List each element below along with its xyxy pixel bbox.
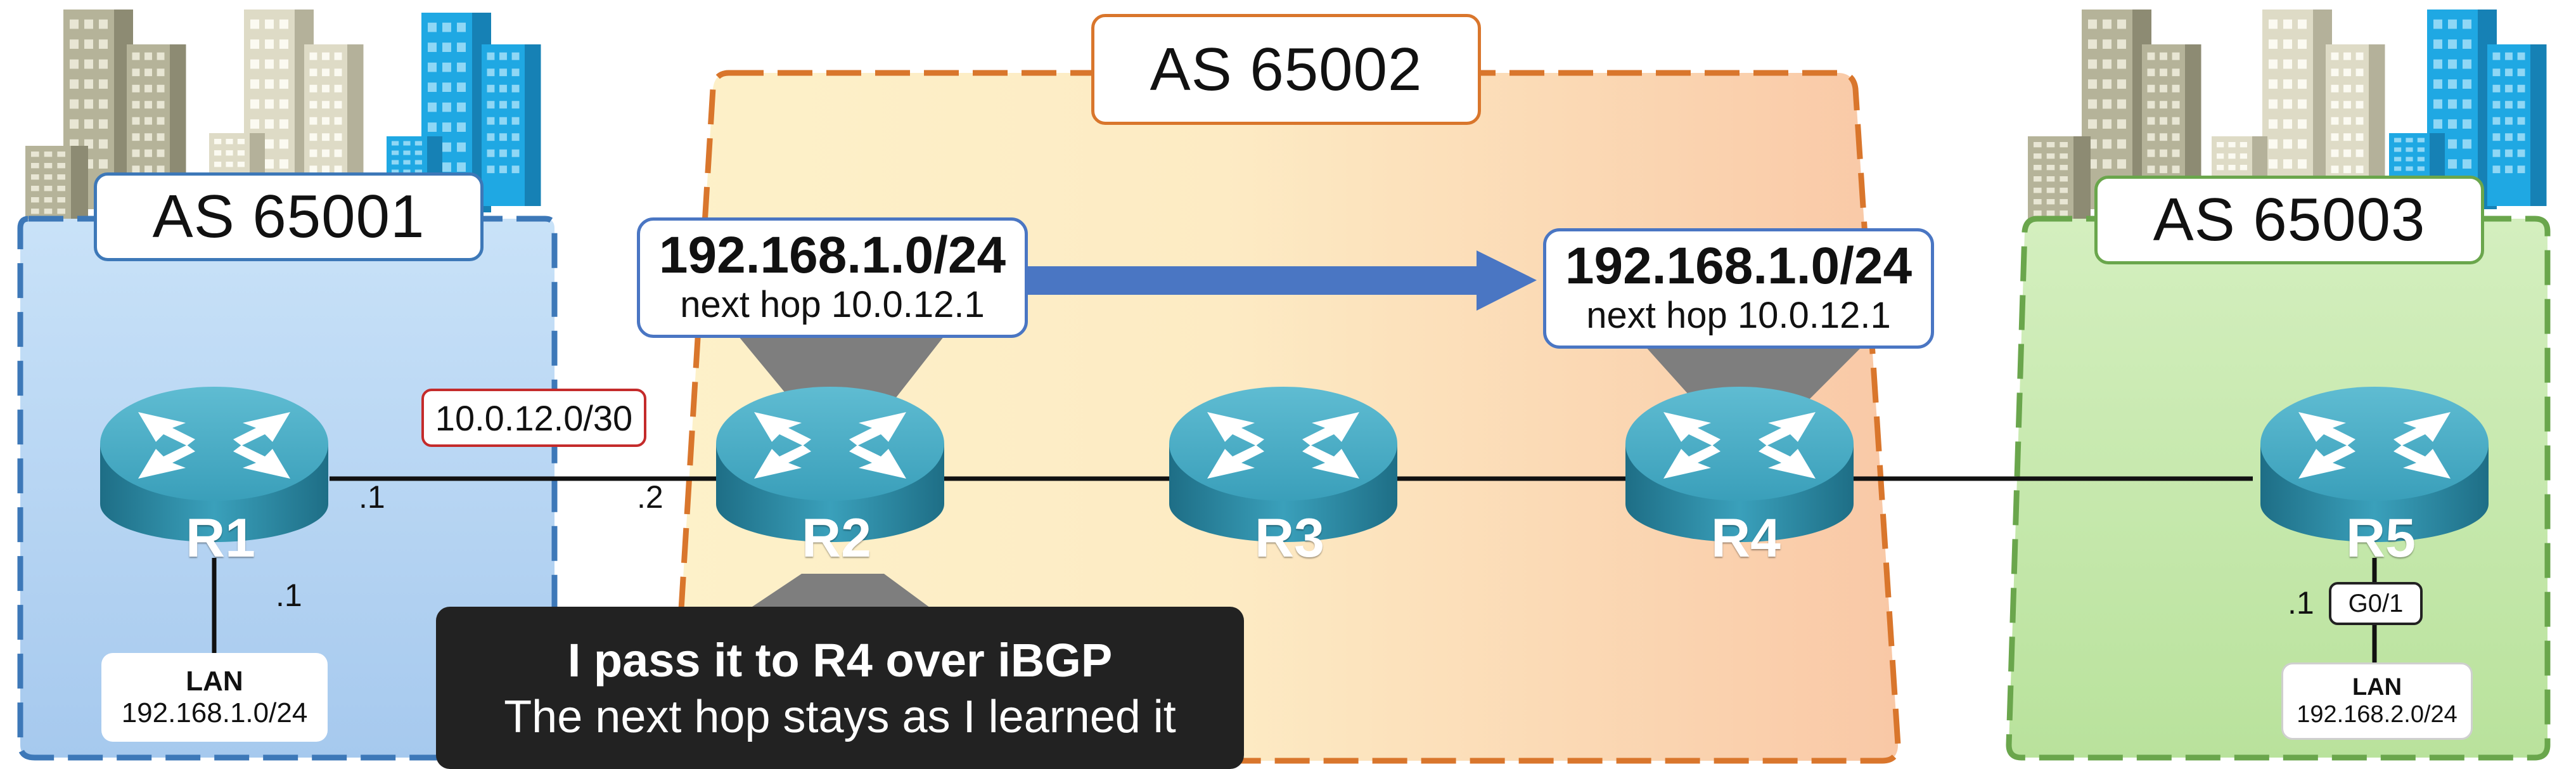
- router-r4-label: R4: [1711, 508, 1781, 569]
- lan-subnet: 192.168.1.0/24: [121, 697, 308, 728]
- r1-lan-address: .1: [276, 578, 302, 613]
- as65002-label: AS 65002: [1091, 14, 1481, 125]
- route-next-hop: next hop 10.0.12.1: [680, 284, 985, 326]
- route-propagation-arrow: [1023, 250, 1537, 311]
- route-prefix: 192.168.1.0/24: [658, 226, 1006, 285]
- speech-headline: I pass it to R4 over iBGP: [567, 633, 1113, 687]
- lan-title: LAN: [186, 666, 243, 697]
- lan-right: LAN 192.168.2.0/24: [2281, 662, 2473, 740]
- router-r2-label: R2: [802, 508, 871, 569]
- lan-title: LAN: [2352, 674, 2402, 701]
- lan-left: LAN 192.168.1.0/24: [101, 653, 328, 742]
- r2-wan-address: .2: [637, 479, 663, 515]
- router-r1-label: R1: [186, 508, 255, 569]
- lan-subnet: 192.168.2.0/24: [2297, 701, 2457, 728]
- route-prefix: 192.168.1.0/24: [1565, 237, 1913, 295]
- as65001-label: AS 65001: [94, 172, 484, 261]
- r5-interface-tag: G0/1: [2329, 582, 2423, 625]
- as65003-label: AS 65003: [2094, 176, 2484, 264]
- router-r3-label: R3: [1255, 508, 1324, 569]
- router-r5-label: R5: [2346, 508, 2416, 569]
- r1-wan-address: .1: [359, 479, 385, 515]
- route-next-hop: next hop 10.0.12.1: [1586, 295, 1891, 337]
- speech-detail: The next hop stays as I learned it: [504, 691, 1176, 742]
- r4-route-callout: 192.168.1.0/24 next hop 10.0.12.1: [1543, 228, 1934, 349]
- r2-route-callout: 192.168.1.0/24 next hop 10.0.12.1: [637, 217, 1028, 338]
- r2-speech-box: I pass it to R4 over iBGP The next hop s…: [436, 607, 1244, 769]
- subnet-label: 10.0.12.0/30: [421, 389, 646, 447]
- links: [212, 476, 2377, 662]
- r5-lan-address: .1: [2288, 585, 2314, 621]
